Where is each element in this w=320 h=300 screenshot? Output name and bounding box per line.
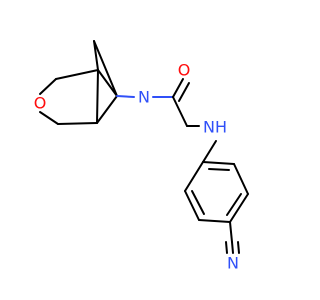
bond-ring-inner-2 — [226, 193, 242, 216]
bond-ring-inner-3 — [191, 190, 205, 215]
bond-carbonyl-double-1 — [172, 78, 184, 98]
bond-ring-3 — [229, 193, 249, 223]
bond-oxygen-ch2-lower — [39, 111, 59, 125]
amide-linker-bonds — [152, 78, 217, 163]
bond-ring-nitrile-carbon — [229, 221, 233, 243]
molecule-diagram: O N O NH N — [34, 40, 249, 273]
bond-triple-right — [237, 241, 240, 254]
bond-bridgehead-upper-right — [97, 69, 118, 97]
bond-amine-ring — [202, 140, 217, 163]
bond-triple-left — [225, 241, 228, 254]
bond-ring-4 — [198, 219, 231, 223]
bond-ring-5 — [184, 190, 200, 221]
bicyclic-ring-bonds — [39, 40, 135, 125]
nitrile-nitrogen-label: N — [227, 254, 239, 273]
bond-ring-2 — [233, 163, 249, 195]
bond-bridgeheads — [96, 69, 99, 124]
bond-bridgehead-lower-nitrogen — [96, 95, 118, 124]
bond-carbonyl-double-2 — [178, 82, 190, 102]
ring-oxygen-label: O — [34, 94, 47, 113]
bond-ch2-oxygen-upper — [39, 78, 57, 95]
carbonyl-oxygen-label: O — [178, 61, 191, 80]
benzene-ring-bonds — [184, 161, 249, 223]
atom-labels: O N O NH N — [34, 61, 239, 273]
bond-triple-center — [231, 241, 234, 254]
bond-ch2-bridgehead-lower — [57, 122, 98, 125]
bond-bridgehead-ch2-upper — [55, 69, 99, 80]
bond-ring-6 — [184, 161, 204, 192]
bond-carbonyl-ch2 — [172, 96, 188, 127]
molecule-structure: O N O NH N — [34, 40, 249, 273]
amine-label: NH — [203, 118, 227, 137]
nitrile-bonds — [225, 221, 240, 254]
bond-bridge-left — [93, 40, 99, 71]
bond-ring-1 — [202, 161, 235, 165]
bond-ring-inner-1 — [208, 168, 230, 171]
bond-bridge-right — [93, 40, 118, 97]
bicyclic-nitrogen-label: N — [138, 88, 150, 107]
bond-carbon-nitrogen — [116, 95, 135, 98]
